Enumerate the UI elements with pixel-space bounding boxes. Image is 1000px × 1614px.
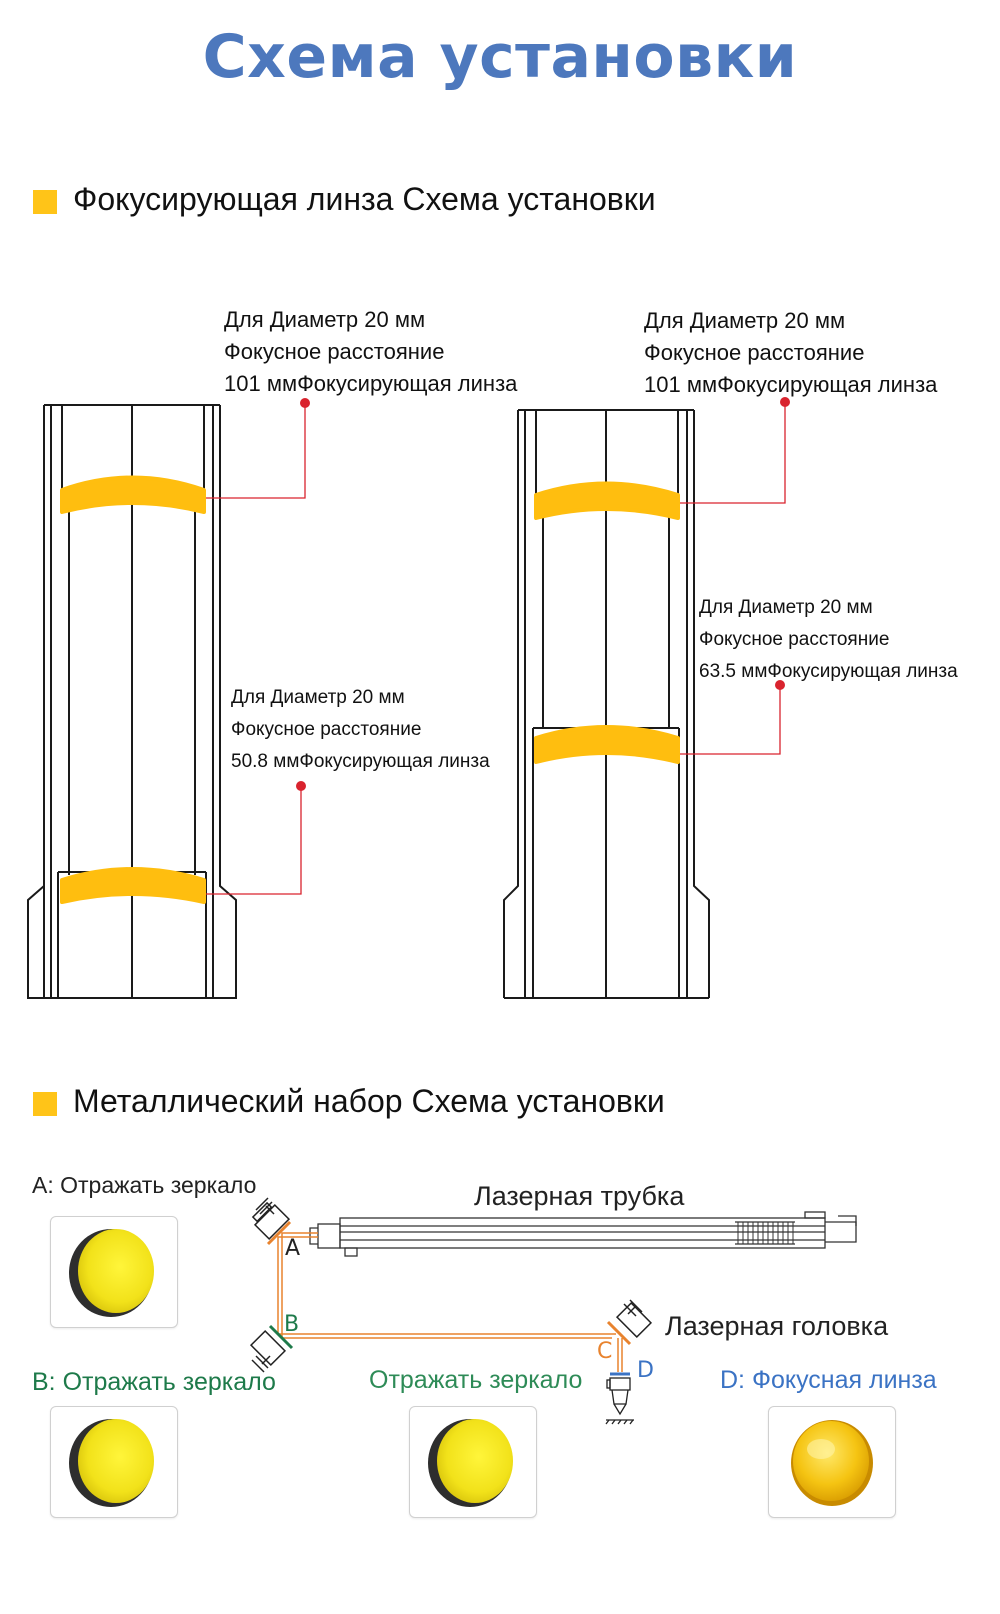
caption-focus-lens-d: D: Фокусная линза — [720, 1366, 937, 1394]
mirror-c — [606, 1320, 632, 1346]
point-d-label: D — [637, 1358, 654, 1383]
caption-mirror-c: Отражать зеркало — [369, 1366, 583, 1394]
lens-101-left — [60, 475, 206, 514]
lens-101-right — [534, 481, 680, 520]
laser-head-label: Лазерная головка — [665, 1311, 889, 1341]
mirror-a-photo — [50, 1216, 178, 1328]
mirror-c-photo — [409, 1406, 537, 1518]
caption-mirror-b: B: Отражать зеркало — [32, 1368, 276, 1396]
laser-tube-drawing — [309, 1211, 857, 1257]
mirror-b — [268, 1324, 294, 1350]
mirror-b-mount — [249, 1329, 287, 1373]
section1-title: Фокусирующая линза Схема установки — [73, 181, 656, 217]
section-marker-square — [33, 190, 57, 214]
nozzle — [605, 1377, 634, 1425]
page-title: Схема установки — [202, 22, 798, 92]
section-marker-square — [33, 1092, 57, 1116]
lens-63-5 — [534, 725, 680, 764]
label-lens-101-right: Для Диаметр 20 мм Фокусное расстояние 10… — [644, 308, 938, 397]
label-lens-50-8: Для Диаметр 20 мм Фокусное расстояние 50… — [231, 687, 490, 772]
mirror-b-photo — [50, 1406, 178, 1518]
focus-lens-photo — [768, 1406, 896, 1518]
section2-title: Металлический набор Схема установки — [73, 1083, 665, 1119]
laser-tube-label: Лазерная трубка — [474, 1181, 685, 1211]
label-lens-101-left: Для Диаметр 20 мм Фокусное расстояние 10… — [224, 307, 518, 396]
laser-beam-path — [277, 1232, 623, 1372]
label-lens-63-5: Для Диаметр 20 мм Фокусное расстояние 63… — [699, 597, 958, 682]
lens-50-8 — [60, 867, 206, 904]
point-c-label: C — [597, 1339, 613, 1364]
point-b-label: B — [284, 1312, 300, 1337]
mirror-a — [266, 1220, 292, 1246]
laser-head-mount — [615, 1299, 653, 1339]
caption-mirror-a: A: Отражать зеркало — [32, 1172, 257, 1198]
point-a-label: A — [285, 1236, 301, 1261]
mirror-a-mount — [251, 1197, 291, 1241]
